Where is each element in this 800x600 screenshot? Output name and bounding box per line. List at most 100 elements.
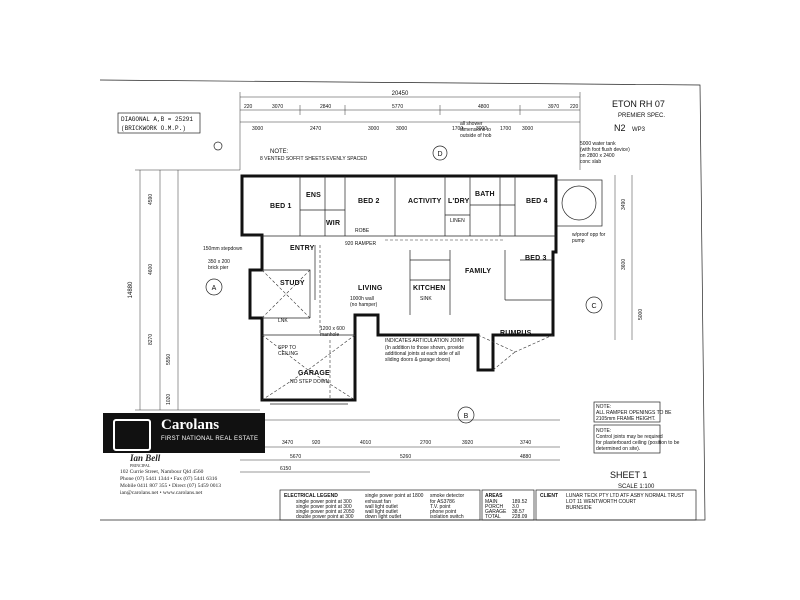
- areas-title: AREAS: [485, 493, 503, 499]
- grid-marker-c: [585, 296, 603, 314]
- robe-label: ROBE: [355, 228, 370, 234]
- room-ldry: L'DRY: [448, 198, 470, 205]
- top-dim2-7: 3000: [522, 126, 533, 132]
- left-dim-4: 1020: [166, 394, 172, 405]
- top-dim-4: 4800: [478, 104, 489, 110]
- pump-note-1: pump: [572, 238, 585, 244]
- right-dim-0: 3490: [621, 199, 627, 210]
- agent-address: 102 Currie Street, Nambour Qld 4560: [120, 469, 204, 475]
- bottom-dimensions: 3470 920 4010 2700 3920 3740 5670 5260 4…: [240, 419, 560, 473]
- areas-garage-label: GARAGE: [485, 509, 507, 515]
- areas-porch-value: 3.0: [512, 504, 519, 510]
- diagonal-box: [117, 112, 201, 134]
- client-label: CLIENT: [540, 493, 558, 499]
- left-dimensions: 14880 4590 4600 5550 8270 1020: [128, 169, 260, 411]
- grid-marker-b-label: B: [464, 413, 469, 420]
- legend-item-1: single power point at 300: [296, 504, 352, 510]
- room-activity: ACTIVITY: [408, 198, 442, 205]
- grid-marker-a-label: A: [212, 285, 217, 292]
- garage-sub: NO STEP DOWN: [290, 379, 329, 385]
- legend-item-2: single power point at 2050: [296, 509, 355, 515]
- grid-marker-d: [432, 145, 448, 161]
- spp-note-0: SPP TO: [278, 345, 296, 351]
- top-dim-0: 220: [244, 104, 253, 110]
- bottom-dim-5: 3740: [520, 440, 531, 446]
- legend-item-13: phone point: [430, 509, 457, 515]
- notes-0: NOTE:: [596, 404, 611, 410]
- bottom-dim3-0: 6150: [280, 466, 291, 472]
- tank-note-2: on 2800 x 2400: [580, 153, 615, 159]
- legend-item-7: wall light outlet: [365, 504, 398, 510]
- agent-phone: Phone (07) 5441 1344 • Fax (07) 5441 631…: [120, 476, 218, 482]
- room-family: FAMILY: [465, 268, 491, 275]
- top-dim-1: 3070: [272, 104, 283, 110]
- room-kitchen: KITCHEN: [413, 285, 446, 292]
- note-label: NOTE:: [270, 149, 289, 155]
- wp-label: WP3: [632, 127, 646, 133]
- grid-marker-b: [457, 406, 475, 424]
- ceiling-hatch: [261, 269, 554, 401]
- stepdown-note: 150mm stepdown: [203, 246, 243, 252]
- outer-walls: [240, 174, 558, 402]
- notes2-0: NOTE:: [596, 428, 611, 434]
- spp-note-1: CEILING: [278, 351, 298, 357]
- room-bed2: BED 2: [358, 198, 380, 205]
- client-box: [535, 489, 697, 521]
- artic-joint-title: INDICATES ARTICULATION JOINT: [385, 338, 464, 344]
- legend-item-6: exhaust fan: [365, 499, 391, 505]
- top-dim-2: 2840: [320, 104, 331, 110]
- grid-marker-a: [205, 278, 223, 296]
- grid-marker-c-label: C: [591, 303, 596, 310]
- brickwork-label: (BRICKWORK O.M.P.): [121, 125, 186, 132]
- tank-note-1: (with foot flush device): [580, 147, 630, 153]
- room-wir: WIR: [326, 220, 340, 227]
- tank-note-3: conc slab: [580, 159, 601, 165]
- sheet-label: SHEET 1: [610, 470, 647, 480]
- overall-left-dim: 14880: [128, 281, 134, 298]
- left-dim-2: 5550: [166, 354, 172, 365]
- agent-email: ian@carolans.net • www.carolans.net: [120, 490, 203, 496]
- agency-subtitle: FIRST NATIONAL REAL ESTATE: [161, 436, 259, 442]
- notes2-box: [593, 424, 661, 454]
- legend-box: [279, 489, 481, 521]
- areas-total-value: 228.09: [512, 514, 528, 520]
- right-dim-2: 5000: [638, 309, 644, 320]
- areas-porch-label: PORCH: [485, 504, 503, 510]
- legend-item-9: down light outlet: [365, 514, 402, 520]
- brick-pier-1: brick pier: [208, 265, 229, 271]
- design-name: ETON RH 07: [612, 99, 665, 109]
- notes2-2: for plasterboard ceiling (position to be: [596, 440, 680, 446]
- notes2-1: Control joints may be required: [596, 434, 663, 440]
- note-text: 8 VENTED SOFFIT SHEETS EVENLY SPACED: [260, 156, 368, 162]
- opening-note-1: manhole: [320, 332, 339, 338]
- room-bed4: BED 4: [526, 198, 548, 205]
- room-living: LIVING: [358, 285, 383, 292]
- bottom-dim2-1: 5260: [400, 454, 411, 460]
- agent-name: Ian Bell: [130, 453, 161, 463]
- ramper-note: 920 RAMPER: [345, 241, 377, 247]
- water-tank: [561, 185, 597, 221]
- diagonal-label: DIAGONAL A,B = 25291: [121, 116, 193, 123]
- top-dim2-6: 1700: [500, 126, 511, 132]
- legend-item-5: single power point at 1800: [365, 493, 424, 499]
- bottom-dim-4: 3920: [462, 440, 473, 446]
- tank-note-0: 5000 water tank: [580, 141, 616, 147]
- areas-box: [481, 489, 535, 521]
- areas-main-label: MAIN: [485, 499, 498, 505]
- room-entry: ENTRY: [290, 245, 315, 252]
- legend-title: ELECTRICAL LEGEND: [284, 493, 338, 499]
- room-bed1: BED 1: [270, 203, 292, 210]
- interior-walls: [242, 176, 556, 400]
- top-dim-5: 3970: [548, 104, 559, 110]
- left-dim-1: 4600: [148, 264, 154, 275]
- grid-markers: A B C D: [205, 141, 603, 424]
- agent-role: PRINCIPAL: [130, 463, 151, 468]
- agent-card: Ian Bell PRINCIPAL 102 Currie Street, Na…: [100, 453, 280, 497]
- shower-note-0: all shower: [460, 121, 483, 127]
- top-dim2-4: 1700: [452, 126, 463, 132]
- lnk-label: LNK: [278, 318, 288, 324]
- artic-note-1: additional joints at each side of all: [385, 351, 460, 357]
- top-dim2-2: 3000: [368, 126, 379, 132]
- notes-box: [593, 401, 661, 423]
